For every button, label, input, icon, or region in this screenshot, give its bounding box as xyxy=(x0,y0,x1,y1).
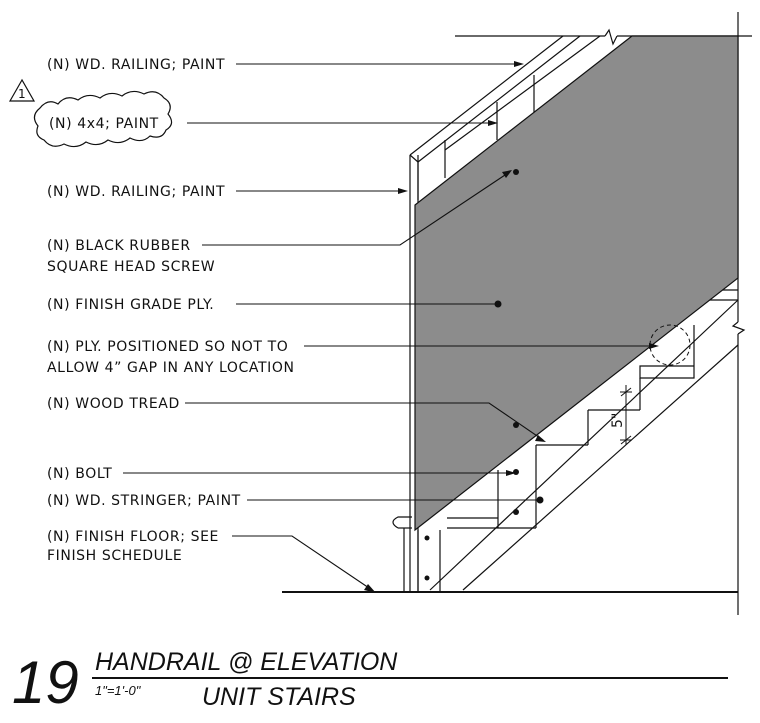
gap-check-circle xyxy=(649,324,691,366)
leader-arrowheads xyxy=(364,61,659,593)
callout-stringer: (N) WD. STRINGER; PAINT xyxy=(47,493,241,509)
revision-triangle-icon xyxy=(8,78,36,102)
callout-bolt: (N) BOLT xyxy=(47,466,112,482)
detail-scale: 1"=1'-0" xyxy=(95,683,142,698)
callout-floor-line1: (N) FINISH FLOOR; SEE xyxy=(47,529,219,545)
detail-number: 19 xyxy=(12,649,79,716)
callout-post: (N) 4x4; PAINT xyxy=(49,116,159,132)
dimension-label: 5" xyxy=(610,413,626,428)
callout-gap-line1: (N) PLY. POSITIONED SO NOT TO xyxy=(47,339,288,355)
dimension-5in xyxy=(620,385,632,445)
detail-title: HANDRAIL @ ELEVATION xyxy=(95,648,398,676)
detail-subtitle: UNIT STAIRS xyxy=(202,683,356,711)
stair-treads xyxy=(447,289,738,529)
callout-screw-line2: SQUARE HEAD SCREW xyxy=(47,259,215,275)
callout-tread: (N) WOOD TREAD xyxy=(47,396,180,412)
callout-screw-line1: (N) BLACK RUBBER xyxy=(47,238,191,254)
callout-railing-top: (N) WD. RAILING; PAINT xyxy=(47,57,225,73)
callout-gap-line2: ALLOW 4” GAP IN ANY LOCATION xyxy=(47,360,295,376)
revision-number: 1 xyxy=(18,87,26,101)
plywood-panel xyxy=(414,35,739,532)
revision-cloud-icon xyxy=(33,90,173,148)
leader-lines xyxy=(123,63,655,591)
callout-railing-mid: (N) WD. RAILING; PAINT xyxy=(47,184,225,200)
screws xyxy=(424,169,519,581)
ply-marker-dot xyxy=(494,300,502,308)
callout-floor-line2: FINISH SCHEDULE xyxy=(47,548,182,564)
top-railing xyxy=(409,35,601,200)
stringer-marker-dot xyxy=(536,496,544,504)
callout-ply: (N) FINISH GRADE PLY. xyxy=(47,297,214,313)
